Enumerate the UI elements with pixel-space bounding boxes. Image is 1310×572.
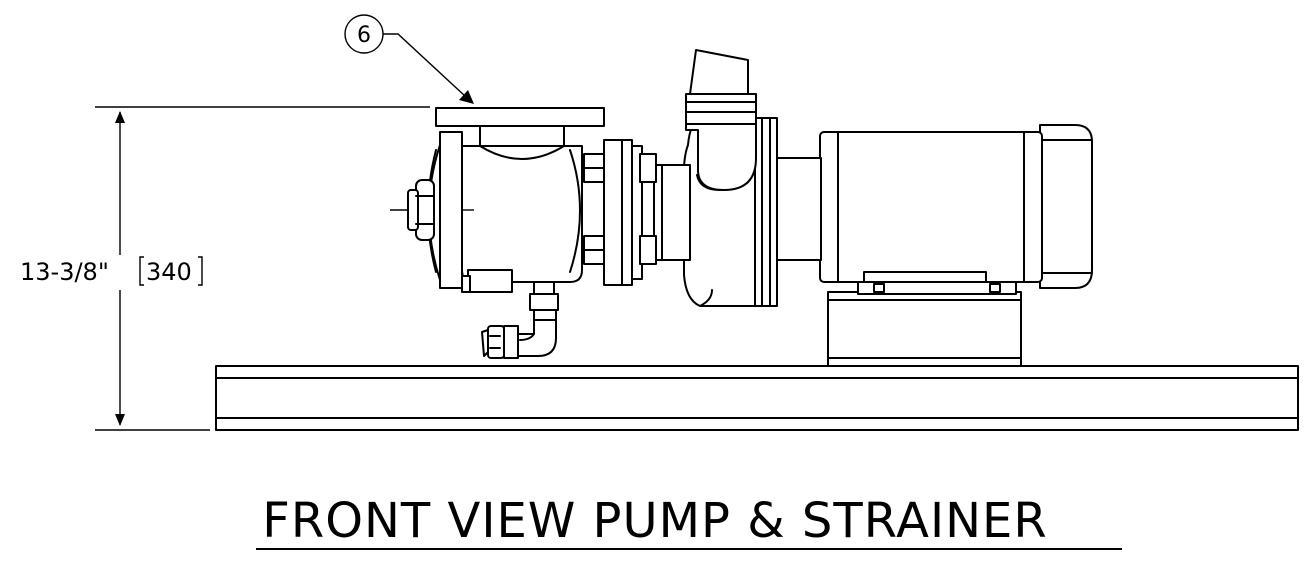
metric-bracket-right (198, 256, 203, 286)
motor-support-block (827, 291, 1022, 367)
base-rail (215, 365, 1299, 431)
item-balloon: 6 (344, 14, 474, 104)
leader-arrow (459, 90, 474, 104)
dimension-imperial-text: 13-3/8" (20, 258, 109, 286)
motor (774, 124, 1093, 295)
dimension-metric-text: 340 (146, 258, 192, 286)
metric-bracket-left (139, 256, 144, 286)
flange-joint (583, 139, 657, 286)
pump (653, 49, 778, 307)
view-title: FRONT VIEW PUMP & STRAINER (262, 493, 1047, 549)
balloon-number: 6 (357, 23, 371, 48)
leader-line (383, 33, 466, 97)
strainer (390, 107, 605, 293)
drain-fitting (481, 281, 559, 359)
view-title-group: FRONT VIEW PUMP & STRAINER (256, 493, 1122, 550)
height-dimension: 13-3/8" 340 (20, 106, 430, 431)
